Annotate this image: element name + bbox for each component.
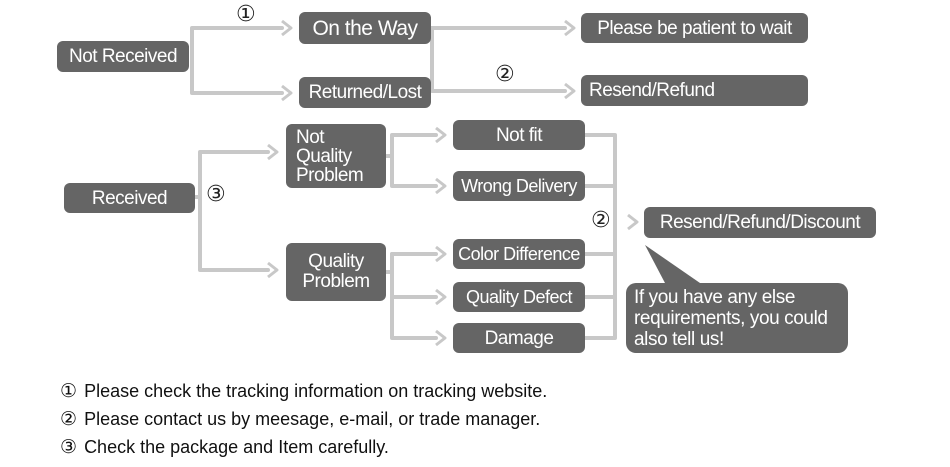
connector-not-received-to-on-the-way [190,26,284,59]
arrowhead [267,143,279,161]
arrowhead [564,19,576,37]
step-marker-1: ① [236,2,256,27]
footnote-1: ① Please check the tracking information … [60,380,547,402]
arrowhead [267,261,279,279]
connector-not-received-to-returned [190,55,284,95]
arrowhead [435,245,447,263]
connector-merge-top [583,133,617,340]
arrowhead [435,288,447,306]
node-wrong-delivery: Wrong Delivery [453,171,585,201]
node-received: Received [64,183,195,213]
step-marker-2: ② [591,208,611,233]
arrowhead [435,126,447,144]
arrowhead [281,19,293,37]
node-resend-refund: Resend/Refund [581,75,808,106]
connector-received-to-not-quality [193,150,270,199]
node-please-wait: Please be patient to wait [581,13,808,43]
connector-nqp-to-not-fit [384,133,438,158]
footnote-2: ② Please contact us by meesage, e-mail, … [60,408,540,430]
connector-nqp-to-wrong [390,154,438,188]
node-quality-defect: Quality Defect [453,282,585,312]
callout-pointer [645,245,700,283]
footnote-marker: ① [60,380,78,402]
footnote-3: ③ Check the package and Item carefully. [60,436,389,458]
node-on-the-way: On the Way [299,12,431,44]
footnote-marker: ③ [60,436,78,458]
node-quality-problem: Quality Problem [286,243,386,301]
node-damage: Damage [453,323,585,353]
connector-on-the-way-to-resend [430,26,567,93]
node-returned-lost: Returned/Lost [299,77,431,108]
arrowhead [435,177,447,195]
footnote-marker: ② [60,408,78,430]
connector-received-to-quality [198,195,270,272]
arrowhead [281,84,293,102]
arrowhead [627,213,639,231]
node-not-received: Not Received [57,41,189,72]
footnote-text: Check the package and Item carefully. [84,437,389,457]
step-marker-3: ③ [206,182,226,207]
node-resend-refund-discount: Resend/Refund/Discount [644,207,876,238]
step-marker-2: ② [495,62,515,87]
node-not-quality-problem: Not Quality Problem [286,124,386,188]
arrowhead [564,82,576,100]
footnote-text: Please check the tracking information on… [84,381,548,401]
arrowhead [435,329,447,347]
footnote-text: Please contact us by meesage, e-mail, or… [84,409,541,429]
connector-qp-to-defect [390,252,438,340]
callout-else-requirements: If you have any else requirements, you c… [626,283,848,353]
node-not-fit: Not fit [453,120,585,150]
node-color-difference: Color Difference [453,239,585,269]
